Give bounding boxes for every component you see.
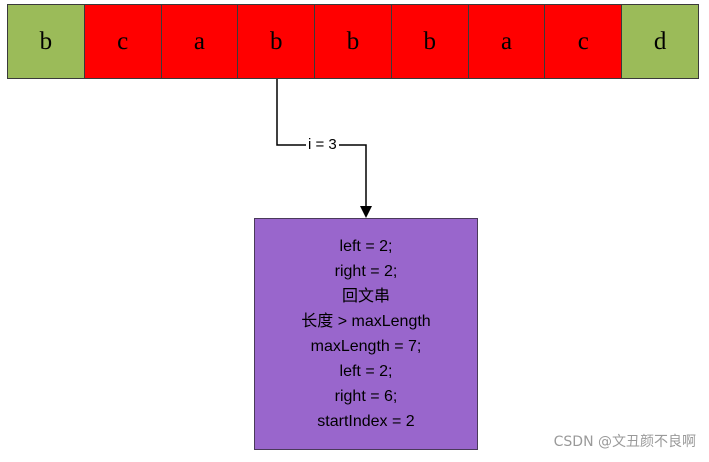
cell-0: b xyxy=(7,4,85,79)
info-line: right = 2; xyxy=(334,263,398,280)
info-line: left = 2; xyxy=(339,363,393,380)
cell-4: b xyxy=(314,4,392,79)
cell-8: d xyxy=(621,4,700,79)
cell-2: a xyxy=(160,4,239,79)
info-line: right = 6; xyxy=(334,388,398,405)
cell-1: c xyxy=(83,4,162,79)
watermark: CSDN @文丑颜不良啊 xyxy=(553,434,696,450)
info-line: 长度 > maxLength xyxy=(301,313,431,330)
cell-5: b xyxy=(390,4,469,79)
arrowhead-icon xyxy=(360,206,372,218)
index-label: i = 3 xyxy=(306,135,339,155)
cell-7: c xyxy=(544,4,623,79)
string-cells: b c a b b b a c d xyxy=(7,4,700,79)
info-line: left = 2; xyxy=(339,238,393,255)
cell-6: a xyxy=(467,4,546,79)
info-line: maxLength = 7; xyxy=(310,338,422,355)
info-box: left = 2; right = 2; 回文串 长度 > maxLength … xyxy=(254,218,478,450)
info-line: 回文串 xyxy=(341,288,390,305)
info-line: startIndex = 2 xyxy=(317,413,415,430)
cell-3: b xyxy=(237,4,316,79)
